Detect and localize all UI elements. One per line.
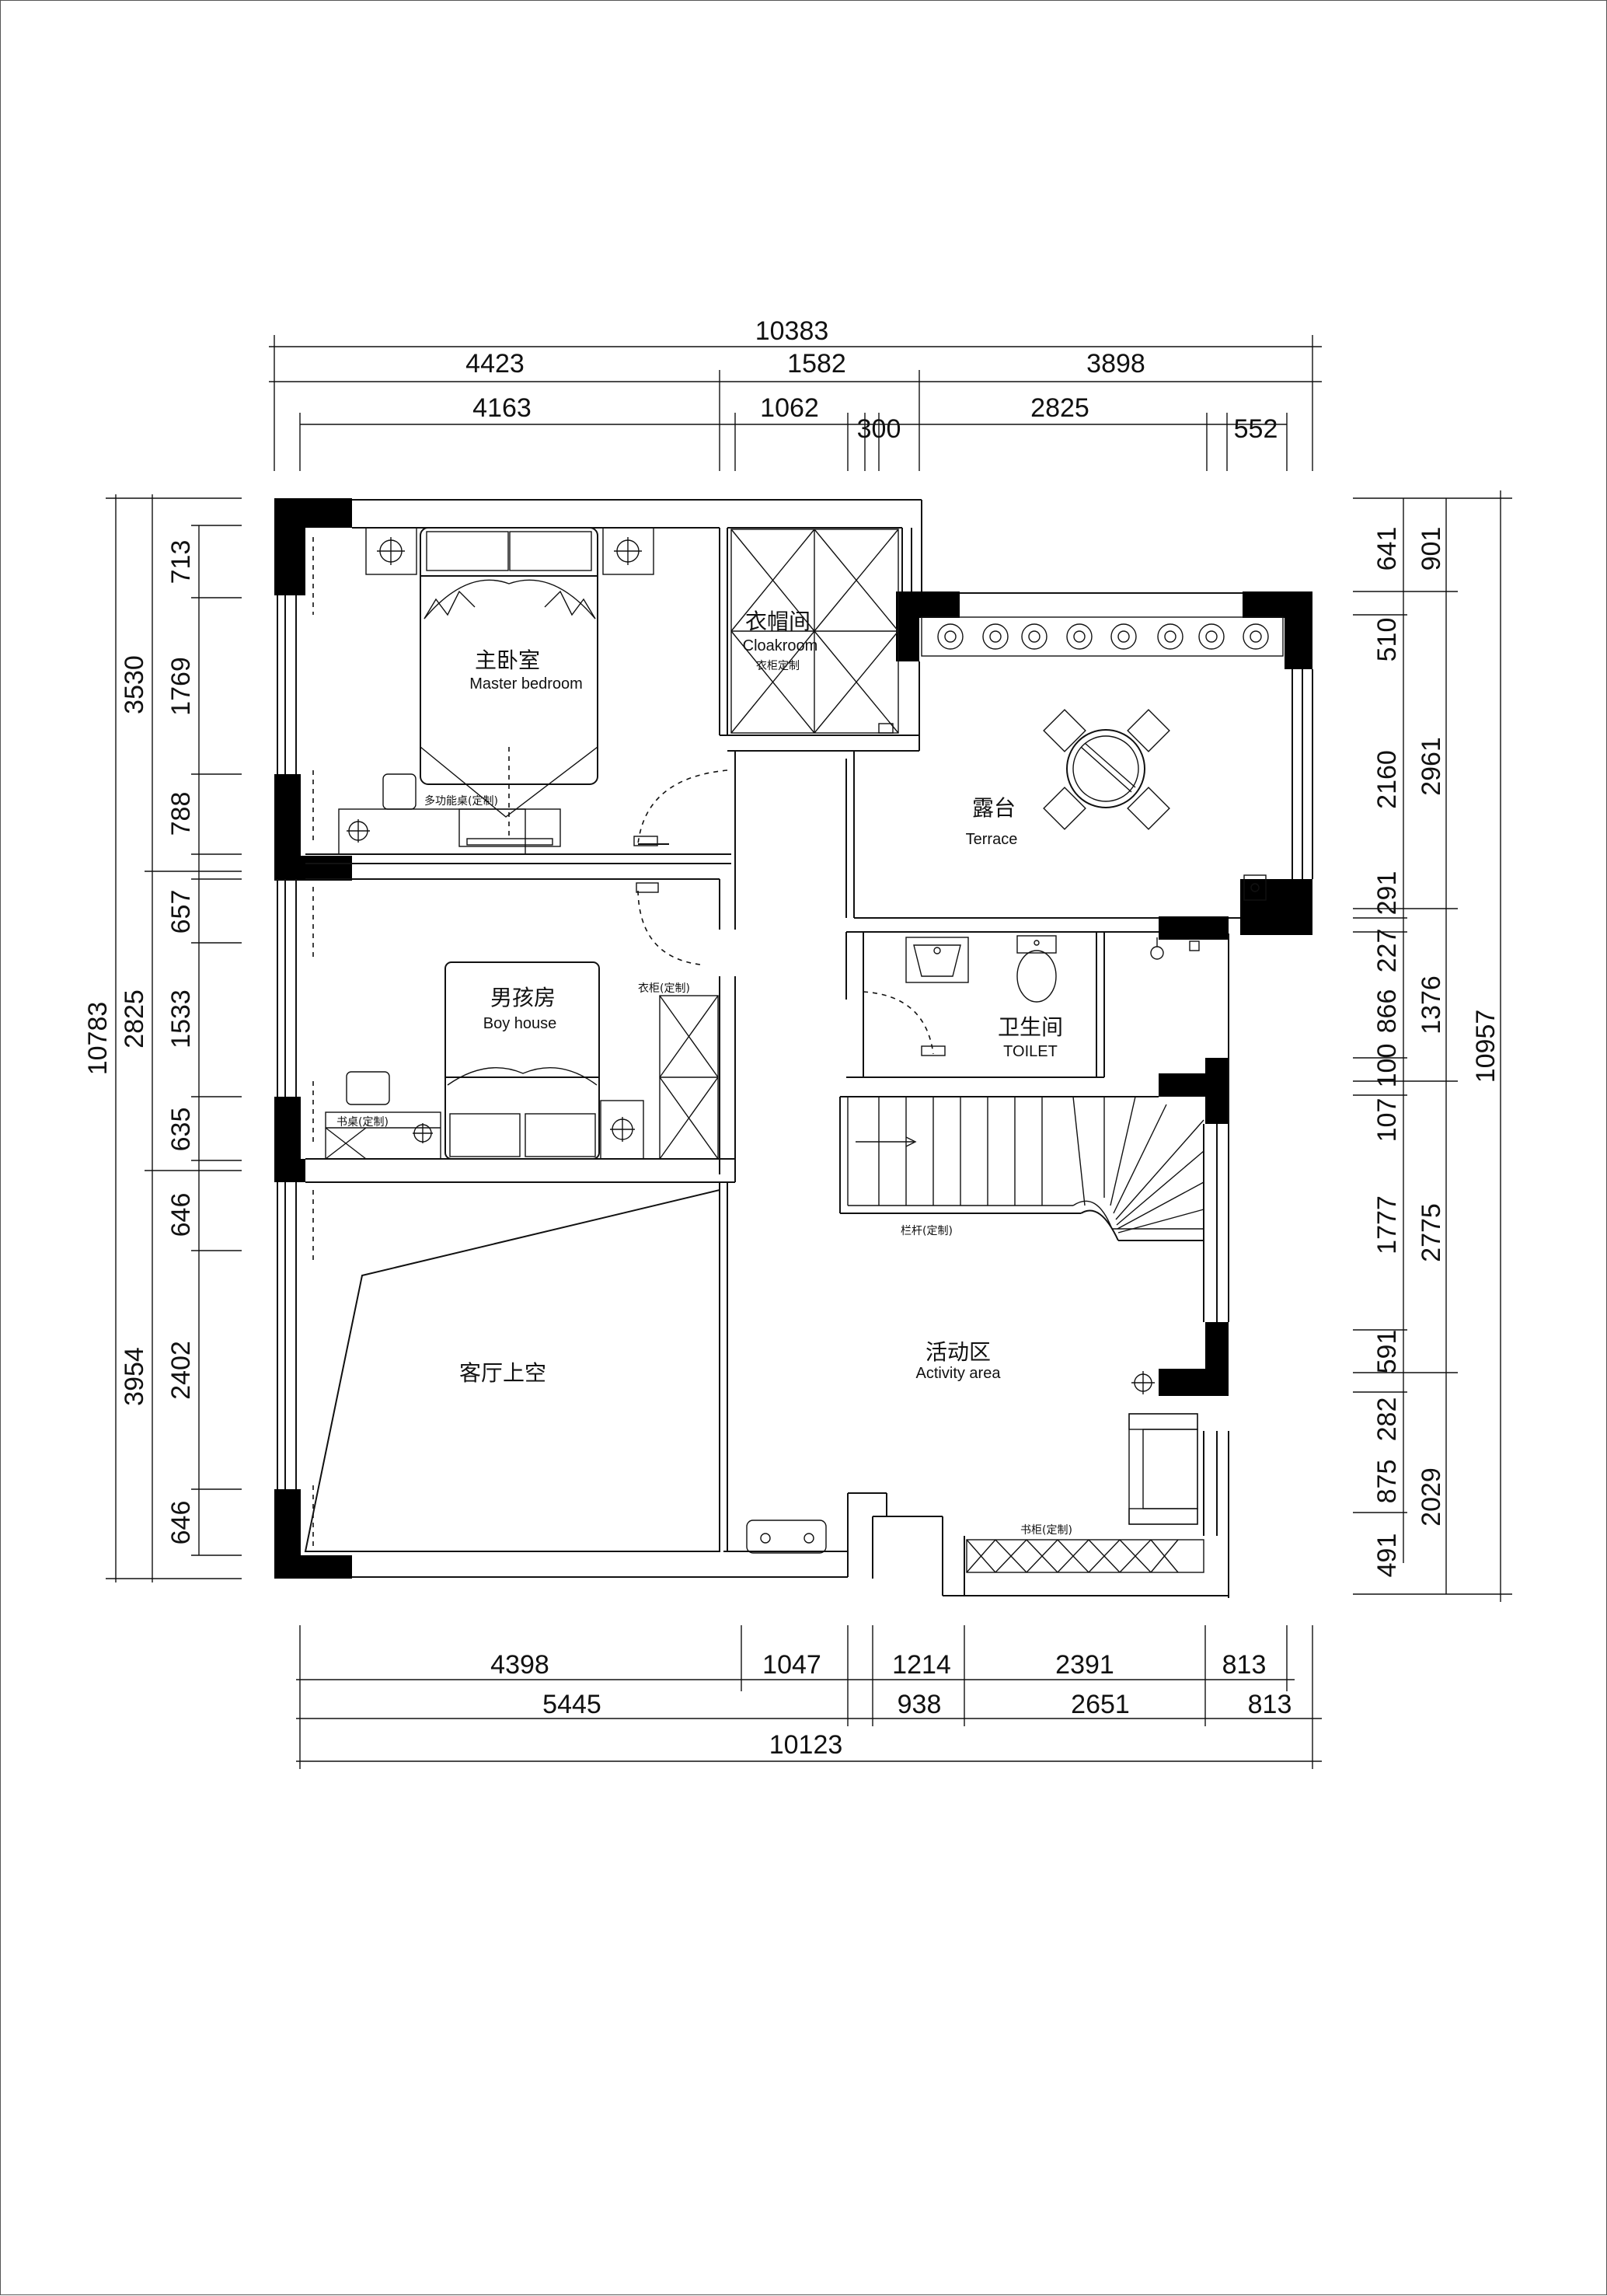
master-desk: 多功能桌(定制) <box>338 773 526 855</box>
dim-top-1062: 1062 <box>760 393 819 423</box>
label-cloakroom-note: 衣柜定制 <box>756 660 800 672</box>
toilet-fixtures <box>863 935 1200 1056</box>
dim-bottom-overall: 10123 <box>769 1730 843 1760</box>
wardrobe-note: 衣柜(定制) <box>638 982 690 995</box>
label-cloakroom-en: Cloakroom <box>743 637 818 654</box>
desk-note: 书桌(定制) <box>336 1116 389 1129</box>
dim-top-552: 552 <box>1234 414 1278 444</box>
dim-bottom-813b: 813 <box>1248 1690 1292 1719</box>
dim-right-1376: 1376 <box>1417 975 1446 1035</box>
terrace-planter <box>921 616 1284 657</box>
plant-icons <box>937 623 1269 650</box>
dim-top-overall: 10383 <box>755 316 829 346</box>
dim-right-591: 591 <box>1372 1330 1402 1374</box>
dim-right-2961: 2961 <box>1417 737 1446 796</box>
dim-bottom-1047: 1047 <box>762 1650 821 1680</box>
dim-bottom-4398: 4398 <box>490 1650 549 1680</box>
dim-left-3530: 3530 <box>120 655 149 714</box>
living-void <box>304 1188 720 1552</box>
dimension-bottom: 4398 1047 1214 2391 813 5445 938 2651 81… <box>296 1625 1322 1769</box>
dim-right-100: 100 <box>1372 1044 1402 1088</box>
label-master-bedroom-en: Master bedroom <box>469 675 583 693</box>
dimension-left: 10783 3530 2825 3954 713 1769 788 657 15… <box>83 494 242 1582</box>
dim-left-2825: 2825 <box>120 989 149 1049</box>
dim-left-713: 713 <box>166 540 196 584</box>
dim-right-491: 491 <box>1372 1534 1402 1578</box>
dim-right-641: 641 <box>1372 527 1402 571</box>
dim-top-2825: 2825 <box>1030 393 1089 423</box>
walls <box>274 498 1313 1598</box>
cloakroom-wardrobe <box>730 529 899 734</box>
multi-desk-note: 多功能桌(定制) <box>424 794 498 808</box>
label-toilet-cn: 卫生间 <box>998 1014 1063 1040</box>
boy-desk: 书桌(定制) <box>325 1071 441 1160</box>
master-nightstand-lamps <box>365 527 654 575</box>
bookcase-note: 书柜(定制) <box>1020 1524 1072 1537</box>
dim-right-282: 282 <box>1372 1397 1402 1442</box>
label-master-bedroom-cn: 主卧室 <box>475 647 540 673</box>
dim-left-1533: 1533 <box>166 989 196 1049</box>
dim-left-635: 635 <box>166 1108 196 1152</box>
dim-bottom-1214: 1214 <box>892 1650 951 1680</box>
label-terrace-cn: 露台 <box>972 795 1016 821</box>
dim-right-1777: 1777 <box>1372 1195 1402 1254</box>
boy-bed <box>444 961 644 1160</box>
dim-right-227: 227 <box>1372 929 1402 973</box>
dim-top-4163: 4163 <box>472 393 532 423</box>
dim-right-866: 866 <box>1372 989 1402 1034</box>
railing-note: 栏杆(定制) <box>901 1225 953 1237</box>
label-living-void-cn: 客厅上空 <box>459 1360 546 1386</box>
dim-right-overall: 10957 <box>1471 1010 1501 1083</box>
dimension-top: 10383 4423 1582 3898 4163 1062 300 2825 … <box>269 316 1322 471</box>
dim-right-2160: 2160 <box>1372 750 1402 809</box>
dim-top-300: 300 <box>857 414 901 444</box>
dim-left-overall: 10783 <box>83 1002 113 1076</box>
label-toilet-en: TOILET <box>1003 1043 1058 1060</box>
dim-right-107: 107 <box>1372 1098 1402 1143</box>
label-terrace-en: Terrace <box>966 831 1018 848</box>
activity-furniture: 书柜(定制) <box>746 1371 1204 1573</box>
dim-right-510: 510 <box>1372 618 1402 662</box>
label-cloakroom-cn: 衣帽间 <box>745 609 810 634</box>
label-boy-room-en: Boy house <box>483 1015 557 1032</box>
dim-bottom-2651: 2651 <box>1071 1690 1130 1719</box>
dim-bottom-813a: 813 <box>1222 1650 1267 1680</box>
master-bed <box>420 527 598 847</box>
terrace-table-set <box>1043 709 1267 901</box>
label-activity-cn: 活动区 <box>926 1339 991 1365</box>
room-labels: 主卧室 Master bedroom 衣帽间 Cloakroom 衣柜定制 露台… <box>459 609 1063 1386</box>
dim-left-788: 788 <box>166 792 196 836</box>
dim-right-901: 901 <box>1417 527 1446 571</box>
dim-left-1769: 1769 <box>166 657 196 716</box>
boy-wardrobe: 衣柜(定制) <box>636 882 719 1160</box>
staircase: 栏杆(定制) <box>839 1096 1204 1241</box>
dim-left-657: 657 <box>166 890 196 934</box>
dim-top-3898: 3898 <box>1086 349 1145 379</box>
dim-left-2402: 2402 <box>166 1341 196 1400</box>
dimension-right: 10957 901 2961 1376 2775 2029 641 510 21… <box>1353 490 1512 1602</box>
dim-bottom-2391: 2391 <box>1055 1650 1114 1680</box>
dim-right-2029: 2029 <box>1417 1467 1446 1527</box>
dim-left-646a: 646 <box>166 1193 196 1237</box>
dim-bottom-938: 938 <box>898 1690 942 1719</box>
dim-top-1582: 1582 <box>787 349 846 379</box>
dim-left-646b: 646 <box>166 1501 196 1545</box>
dim-right-291: 291 <box>1372 871 1402 916</box>
master-door <box>633 769 728 846</box>
label-boy-room-cn: 男孩房 <box>490 985 556 1010</box>
dim-top-4423: 4423 <box>465 349 525 379</box>
dim-bottom-5445: 5445 <box>542 1690 601 1719</box>
dim-right-2775: 2775 <box>1417 1203 1446 1262</box>
dim-left-3954: 3954 <box>120 1347 149 1406</box>
dim-right-875: 875 <box>1372 1460 1402 1504</box>
label-activity-en: Activity area <box>916 1365 1002 1382</box>
